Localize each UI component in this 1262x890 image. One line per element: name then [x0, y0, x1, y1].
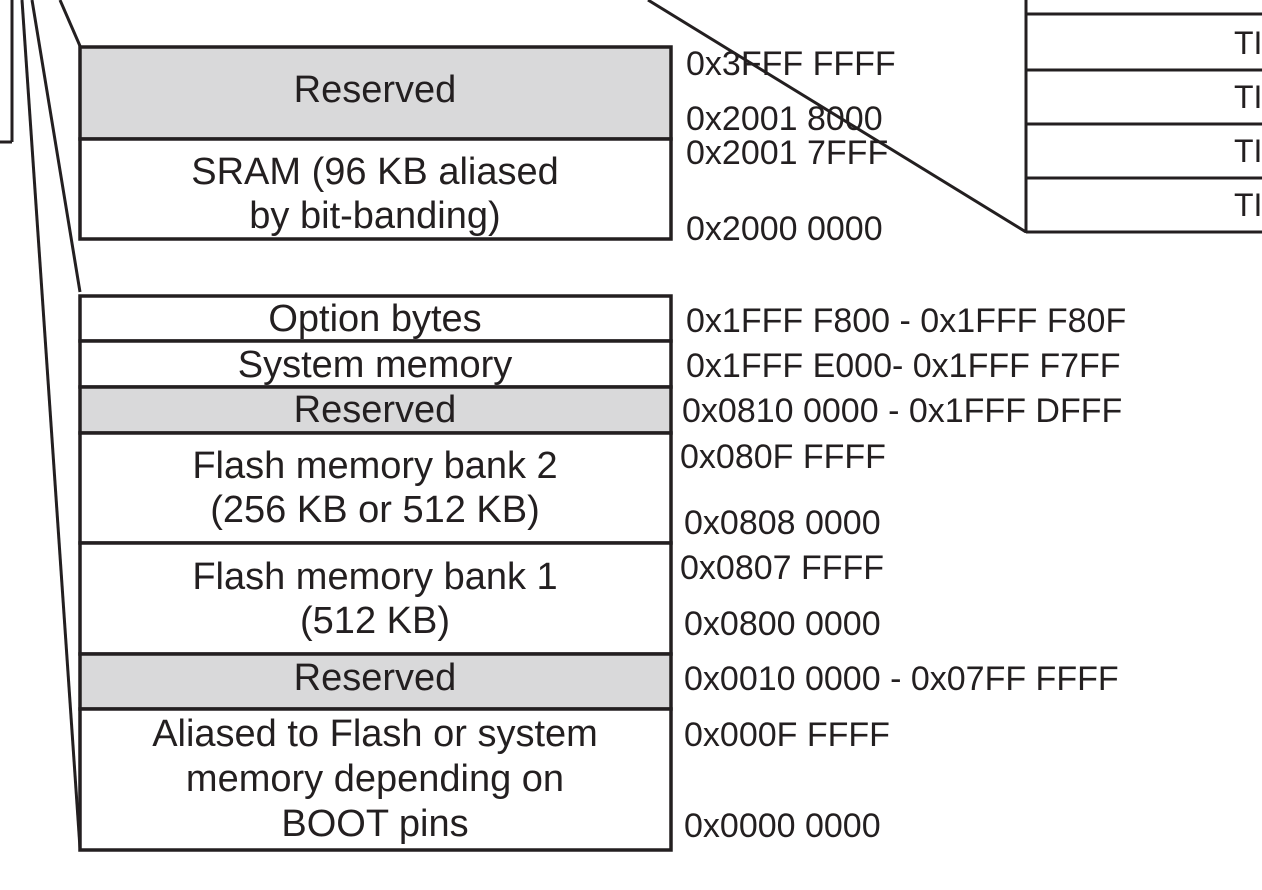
address-label: 0x1FFF F800 - 0x1FFF F80F	[686, 302, 1126, 340]
address-label: 0x3FFF FFFF	[686, 45, 896, 83]
reserved-label-2: Reserved	[294, 657, 457, 699]
address-label: 0x2000 0000	[686, 210, 883, 248]
aliased-label-line-3: BOOT pins	[281, 803, 468, 845]
connector-line-3	[58, 0, 82, 47]
address-label: 0x0800 0000	[684, 605, 881, 643]
connector-line-2	[20, 0, 82, 849]
address-label: 0x000F FFFF	[684, 716, 890, 754]
right-tab-label: TI	[1234, 79, 1262, 115]
aliased-label-line-2: memory depending on	[186, 758, 564, 800]
address-label: 0x0808 0000	[684, 504, 881, 542]
flash-bank-2-label-line-2: (256 KB or 512 KB)	[210, 489, 540, 531]
address-label: 0x080F FFFF	[680, 438, 886, 476]
system-memory-label: System memory	[238, 344, 512, 386]
expansion-diagonal-line	[647, 0, 1027, 234]
aliased-block	[78, 707, 673, 852]
address-label: 0x2001 8000	[686, 100, 883, 138]
connector-line-1	[30, 0, 82, 293]
flash-bank-1-label-line-1: Flash memory bank 1	[192, 556, 557, 598]
sram-label-line-1: SRAM (96 KB aliased	[191, 151, 559, 193]
flash-bank-2-label-line-1: Flash memory bank 2	[192, 445, 557, 487]
reserved-block-1	[78, 385, 673, 435]
left-connector-lines	[0, 0, 82, 849]
address-label: 0x1FFF E000- 0x1FFF F7FF	[686, 347, 1121, 385]
flash-bank-2-block	[78, 431, 673, 545]
flash-bank-1-block	[78, 541, 673, 656]
flash-bank-1-label-line-2: (512 KB)	[300, 600, 450, 642]
right-tab-label: TI	[1234, 187, 1262, 223]
sram-block	[78, 137, 673, 241]
reserved-label-1: Reserved	[294, 389, 457, 431]
aliased-label-line-1: Aliased to Flash or system	[152, 713, 598, 755]
address-label: 0x0010 0000 - 0x07FF FFFF	[684, 660, 1119, 698]
reserved-label-upper: Reserved	[294, 69, 457, 111]
lower-memory-region: Option bytes System memory Reserved Flas…	[78, 294, 1126, 852]
sram-label-line-2: by bit-banding)	[249, 195, 500, 237]
right-panel: TI TI TI TI	[1024, 0, 1262, 234]
system-memory-block	[78, 339, 673, 389]
option-bytes-label: Option bytes	[268, 298, 481, 340]
address-label: 0x0807 FFFF	[680, 549, 884, 587]
address-label: 0x2001 7FFF	[686, 134, 888, 172]
address-label: 0x0000 0000	[684, 807, 881, 845]
upper-memory-region: Reserved SRAM (96 KB aliased by bit-band…	[78, 45, 896, 248]
right-tab-label: TI	[1234, 25, 1262, 61]
right-tab-label: TI	[1234, 133, 1262, 169]
address-label: 0x0810 0000 - 0x1FFF DFFF	[682, 392, 1122, 430]
reserved-block-upper	[78, 45, 673, 141]
